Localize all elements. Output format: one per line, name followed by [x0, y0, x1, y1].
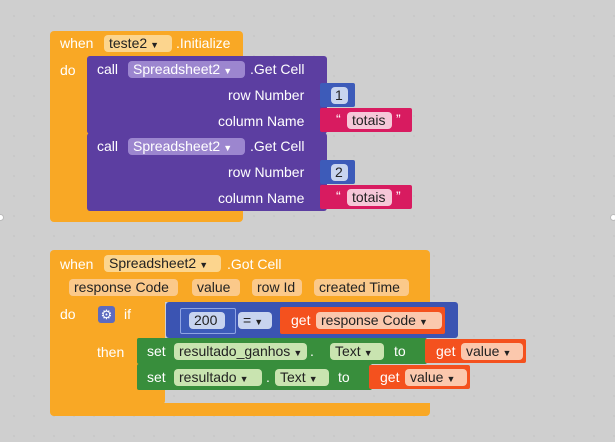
var-name: response Code: [321, 312, 416, 328]
if-label: if: [124, 306, 131, 322]
component-name: resultado_ganhos: [179, 343, 291, 359]
number-value[interactable]: 2: [331, 164, 348, 181]
component-name: Spreadsheet2: [133, 61, 221, 77]
when-label: when: [60, 35, 94, 51]
compare-operator-dropdown[interactable]: =▼: [238, 312, 272, 329]
var-name: value: [410, 369, 444, 385]
operator: =: [243, 312, 252, 328]
component-dropdown[interactable]: Spreadsheet2▼: [104, 255, 221, 272]
param-created-time[interactable]: created Time: [314, 279, 409, 296]
method-name: .Get Cell: [250, 61, 305, 77]
get-label: get: [380, 369, 400, 385]
event-name: .Initialize: [176, 35, 231, 51]
number-value[interactable]: 1: [331, 87, 348, 104]
do-label: do: [60, 306, 76, 322]
get-var-dropdown[interactable]: value▼: [405, 369, 467, 386]
dropdown-arrow-icon: ▼: [446, 374, 456, 384]
dropdown-arrow-icon: ▼: [363, 348, 373, 358]
to-label: to: [394, 343, 406, 359]
get-label: get: [436, 343, 456, 359]
compare-number-value[interactable]: 200: [189, 312, 225, 329]
call-label: call: [97, 138, 119, 154]
quote-icon: “: [336, 188, 341, 204]
param-value[interactable]: value: [192, 279, 240, 296]
set-property-dropdown[interactable]: Text▼: [330, 343, 384, 360]
dropdown-arrow-icon: ▼: [199, 260, 209, 270]
component-name: Spreadsheet2: [109, 255, 197, 271]
dot: .: [266, 369, 270, 385]
dot: .: [310, 343, 314, 359]
component-name: teste2: [109, 35, 148, 51]
component-dropdown[interactable]: teste2▼: [104, 35, 172, 52]
quote-icon: ”: [396, 188, 401, 204]
get-label: get: [291, 312, 311, 328]
var-name: value: [466, 343, 500, 359]
dropdown-arrow-icon: ▼: [150, 40, 160, 50]
component-name: resultado: [179, 369, 237, 385]
column-name-label: column Name: [218, 113, 305, 129]
dropdown-arrow-icon: ▼: [418, 317, 428, 327]
row-number-label: row Number: [228, 164, 305, 180]
dropdown-arrow-icon: ▼: [223, 143, 233, 153]
component-dropdown[interactable]: Spreadsheet2▼: [128, 61, 245, 78]
get-var-dropdown[interactable]: response Code▼: [316, 312, 442, 329]
dropdown-arrow-icon: ▼: [502, 348, 512, 358]
do-label: do: [60, 62, 76, 78]
string-value[interactable]: totais: [347, 189, 392, 206]
scroll-edge-marker-left: [0, 214, 4, 221]
get-var-dropdown[interactable]: value▼: [461, 343, 523, 360]
property-name: Text: [280, 369, 306, 385]
param-row-id[interactable]: row Id: [252, 279, 302, 296]
quote-icon: ”: [396, 111, 401, 127]
quote-icon: “: [336, 111, 341, 127]
dropdown-arrow-icon: ▼: [308, 374, 318, 384]
row-number-label: row Number: [228, 87, 305, 103]
set-component-dropdown[interactable]: resultado_ganhos▼: [174, 343, 307, 360]
set-component-dropdown[interactable]: resultado▼: [174, 369, 262, 386]
dropdown-arrow-icon: ▼: [254, 317, 264, 327]
then-label: then: [97, 344, 125, 360]
dropdown-arrow-icon: ▼: [223, 66, 233, 76]
dropdown-arrow-icon: ▼: [293, 348, 303, 358]
column-name-label: column Name: [218, 190, 305, 206]
when-label: when: [60, 256, 94, 272]
dropdown-arrow-icon: ▼: [239, 374, 249, 384]
set-property-dropdown[interactable]: Text▼: [275, 369, 329, 386]
call-label: call: [97, 61, 119, 77]
set-label: set: [147, 369, 166, 385]
gear-icon[interactable]: ⚙: [98, 306, 115, 323]
param-response-code[interactable]: response Code: [69, 279, 178, 296]
property-name: Text: [335, 343, 361, 359]
set-label: set: [147, 343, 166, 359]
to-label: to: [338, 369, 350, 385]
scroll-edge-marker-right: [610, 214, 615, 221]
event-name: .Got Cell: [227, 256, 282, 272]
method-name: .Get Cell: [250, 138, 305, 154]
string-value[interactable]: totais: [347, 112, 392, 129]
component-name: Spreadsheet2: [133, 138, 221, 154]
component-dropdown[interactable]: Spreadsheet2▼: [128, 138, 245, 155]
